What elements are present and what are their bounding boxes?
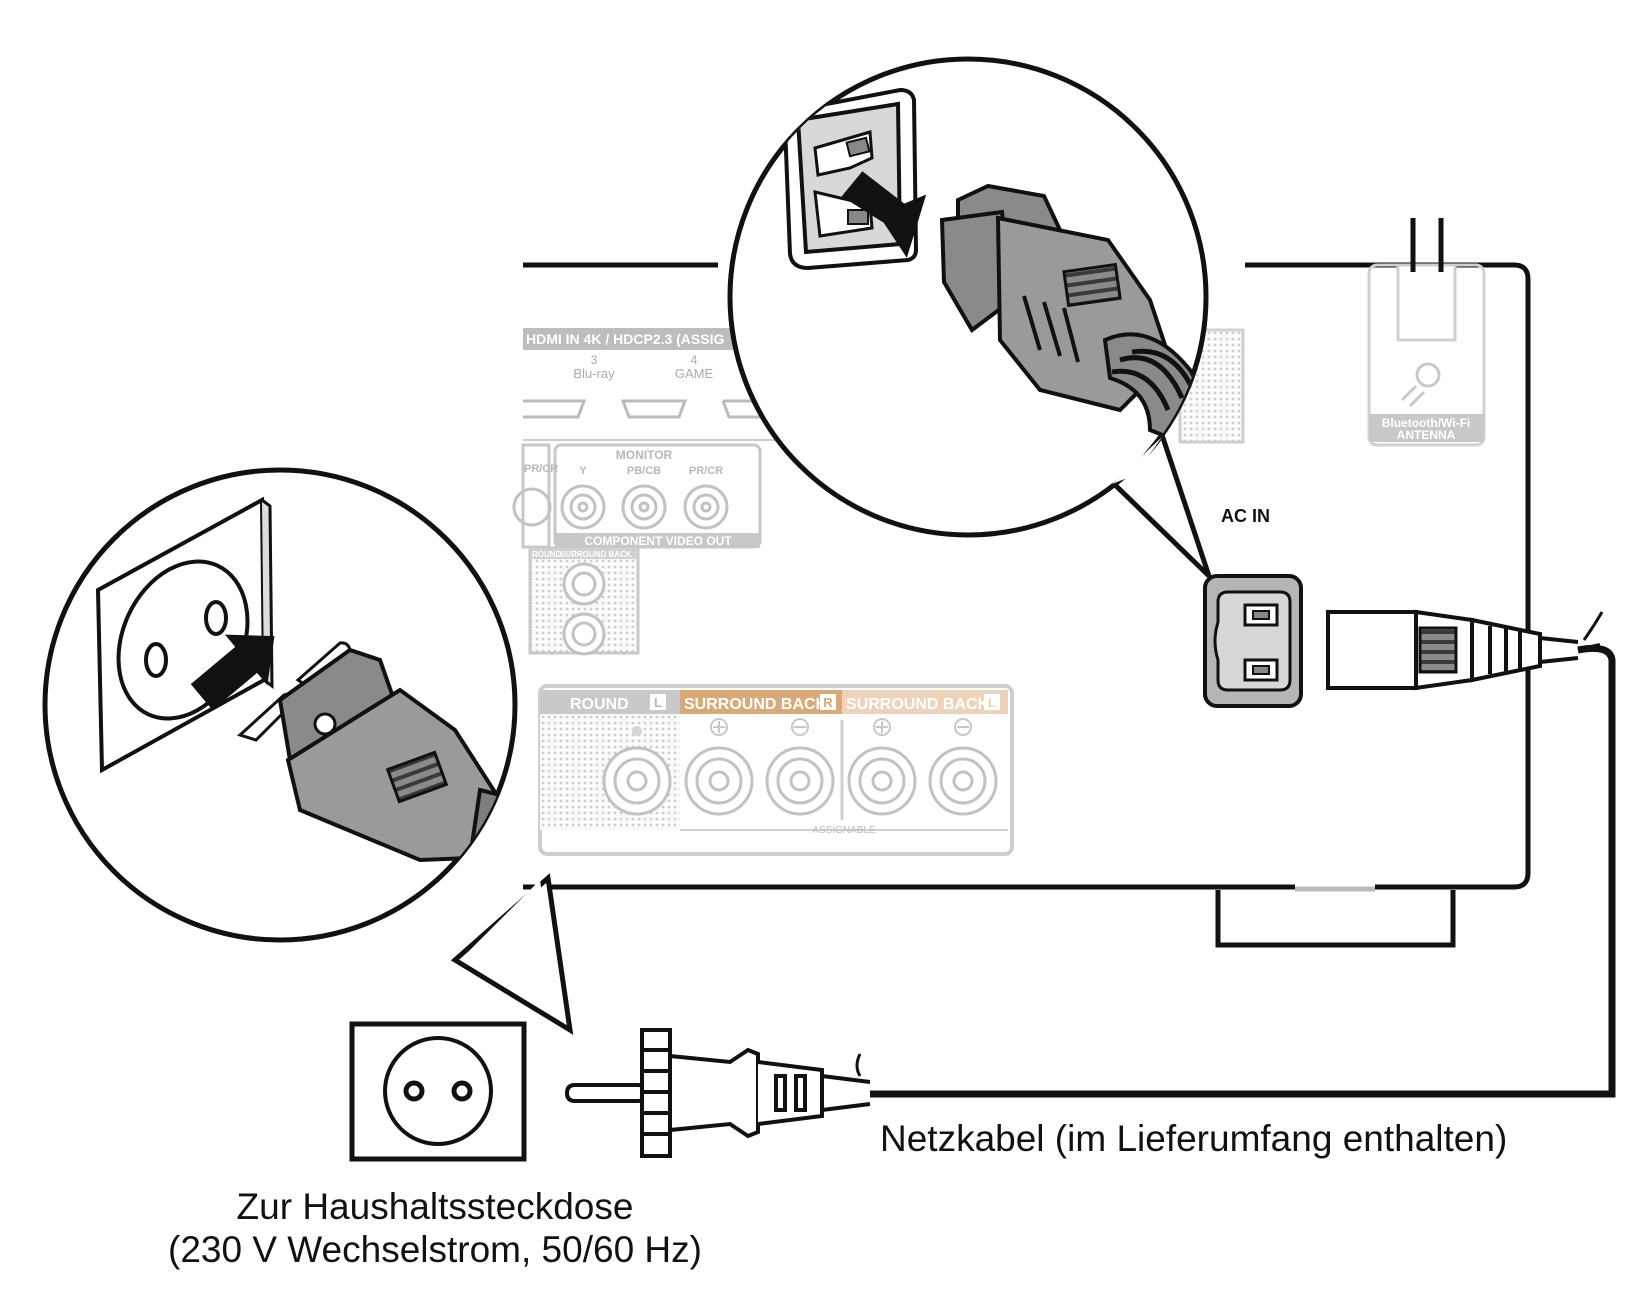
hdmi-input-section: HDMI IN 4K / HDCP2.3 (ASSIG 3 Blu-ray 4 … xyxy=(523,328,793,441)
component-footer-label: COMPONENT VIDEO OUT xyxy=(584,534,732,548)
surround-back-l-header xyxy=(842,690,1008,714)
component-pb-label: PB/CB xyxy=(627,465,661,477)
preout-section: ROUND SURROUND BACK xyxy=(528,546,640,656)
antenna-label-line1: Bluetooth/Wi-Fi xyxy=(1382,416,1471,430)
speaker-terminal-section: ROUND L SURROUND BACK R SURROUND BACK L xyxy=(538,684,1014,856)
preout-label-2: SURROUND BACK xyxy=(560,550,632,559)
power-cord-caption: Netzkabel (im Lieferumfang enthalten) xyxy=(880,1118,1508,1159)
wall-outlet-caption: Zur Haushaltssteckdose (230 V Wechselstr… xyxy=(110,1186,760,1271)
bluetooth-wifi-antenna: Bluetooth/Wi-Fi ANTENNA xyxy=(1367,218,1486,447)
monitor-label: MONITOR xyxy=(616,448,673,462)
antenna-label-line2: ANTENNA xyxy=(1397,428,1456,442)
power-cord-cable xyxy=(870,644,1616,1098)
hdmi-input-3-name: Blu-ray xyxy=(573,366,615,381)
component-jack-y xyxy=(560,484,606,530)
hdmi-port-3 xyxy=(620,399,688,419)
component-jack-pr xyxy=(683,484,729,530)
hdmi-port-partial xyxy=(523,399,587,419)
zoom-circle-wall-socket xyxy=(42,467,574,1035)
antenna-mount-icon xyxy=(1415,362,1441,388)
surround-partial-label: ROUND xyxy=(570,696,629,713)
receiver-rear-panel: HDMI IN 4K / HDCP2.3 (ASSIG 3 Blu-ray 4 … xyxy=(512,218,1531,948)
component-jack-pb xyxy=(621,484,667,530)
power-cord-iec-plug xyxy=(1326,609,1579,691)
surround-back-l-badge: L xyxy=(988,695,996,710)
surround-back-l-label: SURROUND BACK xyxy=(846,696,990,713)
surround-back-r-header xyxy=(680,690,842,714)
ac-in-label: AC IN xyxy=(1221,506,1270,526)
zoom-circle-ac-inlet xyxy=(727,56,1212,578)
hdmi-input-4-name: GAME xyxy=(675,366,714,381)
component-video-section: PR/CR MONITOR Y PB/CB PR/CR COMPONENT VI… xyxy=(512,443,762,549)
wall-outlet-caption-line1: Zur Haushaltssteckdose xyxy=(236,1186,634,1227)
component-jack-partial xyxy=(512,487,552,527)
surround-l-badge: L xyxy=(654,695,662,710)
component-y-label: Y xyxy=(579,465,587,477)
power-cord-mains-plug xyxy=(564,1028,871,1158)
surround-back-r-badge: R xyxy=(823,695,833,710)
hdmi-header-label: HDMI IN 4K / HDCP2.3 (ASSIG xyxy=(526,331,724,347)
component-pr-label: PR/CR xyxy=(689,465,723,477)
receiver-foot xyxy=(1215,890,1456,948)
component-partial-label: PR/CR xyxy=(524,463,558,475)
hdmi-input-4-number: 4 xyxy=(691,353,698,367)
wall-outlet xyxy=(349,1021,527,1162)
insert-arrow-icon xyxy=(841,171,927,258)
wall-outlet-caption-line2: (230 V Wechselstrom, 50/60 Hz) xyxy=(168,1228,702,1270)
hdmi-input-3-number: 3 xyxy=(591,353,598,367)
ac-in-socket xyxy=(1203,574,1303,708)
assignable-label: ASSIGNABLE xyxy=(812,825,876,836)
preout-label-1: ROUND xyxy=(532,550,562,559)
insert-arrow-icon-socket xyxy=(190,634,275,711)
surround-back-r-label: SURROUND BACK xyxy=(684,696,828,713)
